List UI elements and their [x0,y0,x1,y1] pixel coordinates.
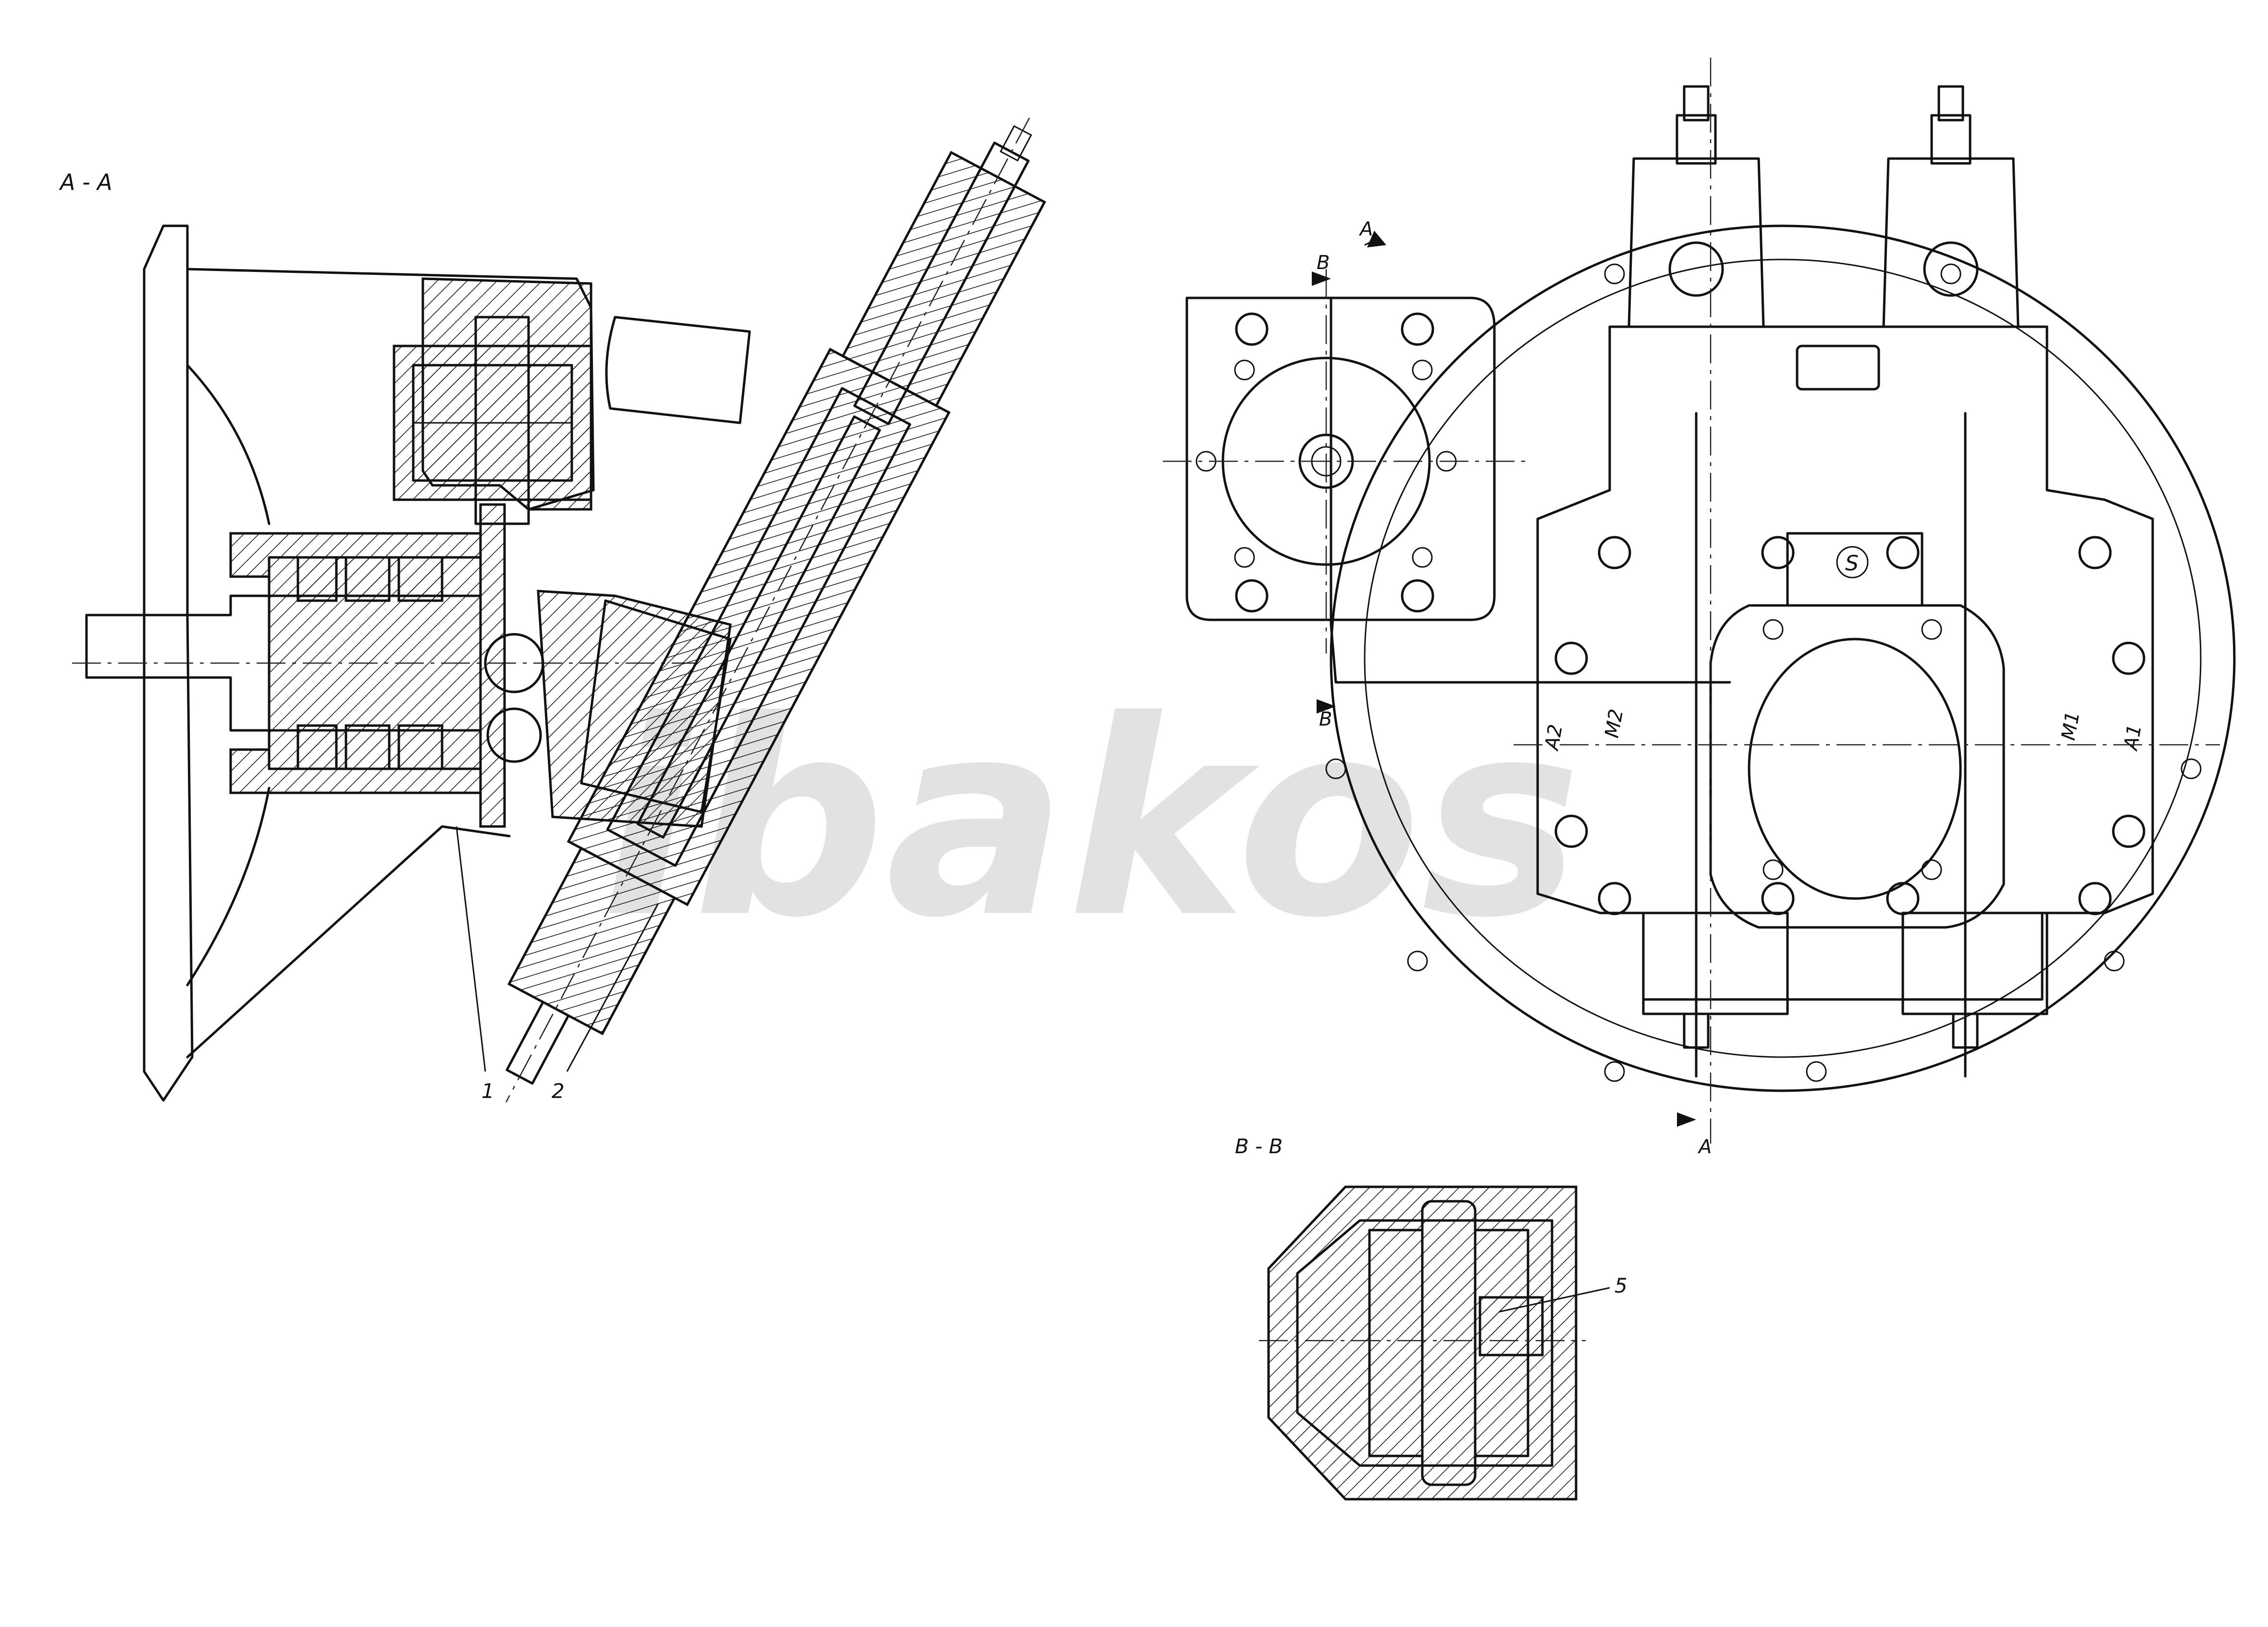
mounting-flange-circle [1330,224,2236,1092]
aux-pump-bolts [1196,312,1457,613]
callout-leader-5 [1499,1287,1610,1313]
valve-boss-left [1668,241,1724,297]
pressure-valve-left [1627,157,1765,328]
front-view: S A2 M2 M1 A1 B B A A [1163,58,2236,1158]
callout-leader-1 [456,826,486,1072]
adjust-screw-right [1930,114,1972,165]
adjust-screw-left [1676,114,1717,165]
adjusting-screw-lower [505,1000,570,1085]
suction-port-pad [1786,532,1923,607]
callout-1: 1 [481,1079,494,1103]
port-flange [1709,604,2005,929]
control-valve-assembly [505,117,1047,1103]
bell-curve-bottom [186,787,271,986]
cut-label-b-bottom: B [1319,708,1332,730]
bb-plug [1479,1296,1544,1356]
cut-arrow-a-bottom [1677,1112,1696,1127]
cut-arrow-a-top [1367,231,1386,247]
section-bb-title: B - B [1235,1134,1282,1158]
top-name-plate [1796,345,1880,391]
aux-pump-flange [1185,296,1496,621]
main-port-bore [1748,638,1962,900]
valve-centerline [505,117,1030,1103]
section-aa-view: A - A [59,117,1047,1103]
flange-inner-circle [1364,259,2202,1058]
lower-boss-left [1642,912,1789,1015]
section-aa-title: A - A [59,169,112,195]
bb-gear [1421,1200,1477,1486]
valve-boss-right [1923,241,1979,297]
cut-label-b-top: B [1317,252,1330,274]
callout-leader-2 [566,903,659,1072]
port-a1-label: A1 [2120,723,2146,753]
section-bb-view: B - B 5 [1235,1134,1627,1501]
ball-joint-bottom [486,707,542,763]
bell-curve-top [186,364,271,525]
mounting-flange [143,224,194,1102]
cut-arrow-b-top [1312,271,1331,286]
port-m2-label: M2 [1601,707,1628,740]
cut-arrow-b-bottom [1317,699,1336,714]
port-m1-label: M1 [2058,710,2084,742]
port-s-label: S [1845,551,1859,576]
stroke-limiter-plug [605,316,751,424]
cut-line-bb [1330,296,1731,684]
callout-5: 5 [1615,1274,1627,1297]
main-pump-body [1536,325,2154,1001]
piston-rod-section [479,503,506,828]
cut-label-a-top: A [1358,218,1373,240]
tapered-bearings [296,556,444,770]
suction-port-circle [1836,546,1869,579]
callout-2: 2 [552,1079,565,1103]
cut-label-a-bottom: A [1697,1136,1712,1158]
support-rib [186,825,511,1059]
bb-inner-cavity [1296,1219,1553,1467]
port-a2-label: A2 [1541,723,1567,753]
upper-valve-body [841,150,1047,407]
flange-bolt-holes [1325,263,2202,1082]
pressure-valve-right [1882,157,2020,328]
main-body-bolts [1554,536,2145,915]
